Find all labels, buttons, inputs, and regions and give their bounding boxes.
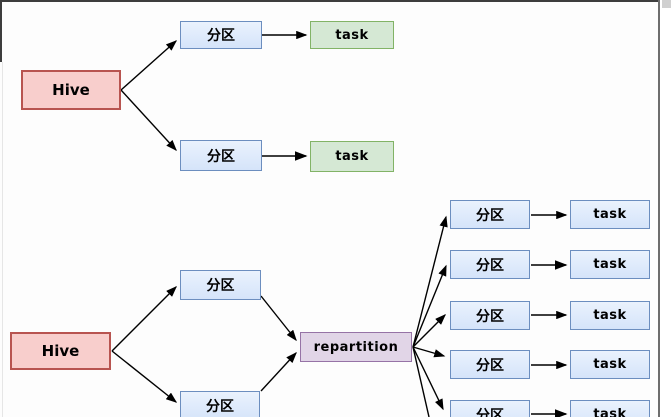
flow-arrow <box>412 264 447 348</box>
partition-node: 分区 <box>180 21 262 49</box>
flow-arrow <box>412 314 446 348</box>
flow-arrow <box>412 346 430 417</box>
right-gutter <box>660 0 671 417</box>
left-border-light <box>2 62 3 417</box>
scrollbar-thumb[interactable] <box>662 0 671 8</box>
flow-arrow <box>111 286 177 352</box>
hive-node: Hive <box>21 70 121 110</box>
task-node: task <box>570 301 650 330</box>
hive-node: Hive <box>10 332 111 370</box>
left-border-dark <box>0 0 2 62</box>
partition-node: 分区 <box>450 200 530 229</box>
task-node: task <box>570 400 650 417</box>
partition-node: 分区 <box>450 350 530 379</box>
right-border-line <box>658 0 660 417</box>
top-border <box>0 0 660 2</box>
flow-arrow <box>412 346 446 358</box>
partition-node: 分区 <box>450 250 530 279</box>
partition-node: 分区 <box>450 301 530 330</box>
task-node: task <box>570 200 650 229</box>
task-node: task <box>310 141 394 172</box>
task-node: task <box>570 250 650 279</box>
flow-arrow <box>412 346 444 411</box>
task-node: task <box>310 21 394 49</box>
flow-arrow <box>260 295 297 342</box>
flow-arrow <box>111 350 178 403</box>
flow-arrow <box>120 40 178 91</box>
flow-arrow <box>120 89 177 152</box>
flow-arrow <box>412 215 448 348</box>
partition-node: 分区 <box>450 400 530 417</box>
task-node: task <box>570 350 650 379</box>
partition-node: 分区 <box>180 270 261 300</box>
repartition-node: repartition <box>300 332 412 362</box>
flow-arrow <box>260 351 297 392</box>
partition-node: 分区 <box>180 140 262 171</box>
partition-node: 分区 <box>180 391 260 417</box>
